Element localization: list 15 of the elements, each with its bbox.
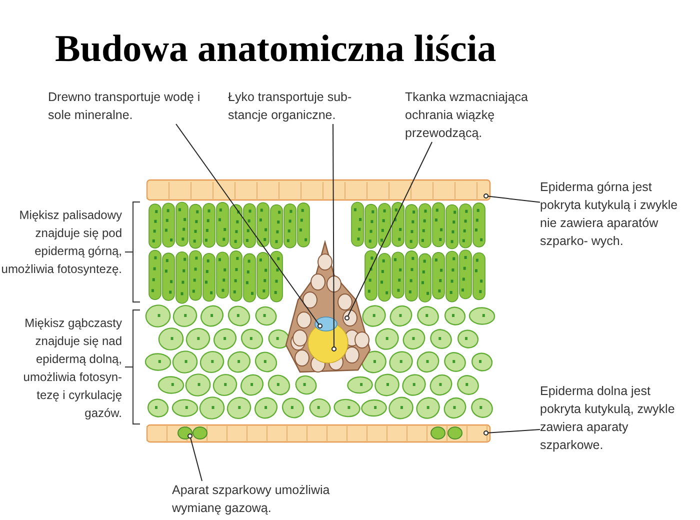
callout-text: Drewno transportuje wodę i sole mineralne. bbox=[48, 89, 202, 124]
leader-line bbox=[176, 124, 322, 328]
tissue-label: Miękisz palisadowy znajduje się pod epidermą górną, umożliwia fotosyntezę. bbox=[0, 207, 122, 278]
leader-line bbox=[484, 429, 540, 436]
leader-line bbox=[344, 142, 432, 320]
callout-text: Epiderma dolna jest pokryta kutykulą, zwykle zawiera aparaty szparkowe. bbox=[540, 383, 676, 454]
leader-line bbox=[332, 124, 336, 352]
callout-text: Tkanka wzmacniająca ochrania wiązkę przewodzącą. bbox=[405, 89, 529, 142]
leader-line bbox=[188, 434, 202, 482]
callout-text: Epiderma górna jest pokryta kutykulą i zwykle nie zawiera aparatów szparko- wych. bbox=[540, 179, 679, 250]
leader-line bbox=[484, 194, 540, 203]
callout-text: Aparat szparkowy umożliwia wymianę gazową. bbox=[172, 482, 331, 517]
callout-text: Łyko transportuje sub- stancje organiczne. bbox=[228, 89, 353, 124]
title: Budowa anatomiczna liścia bbox=[55, 27, 496, 72]
tissue-label: Miękisz gąbczasty znajduje się nad epidermą dolną, umożliwia fotosyn- tezę i cyrkulację gazów. bbox=[22, 315, 122, 422]
